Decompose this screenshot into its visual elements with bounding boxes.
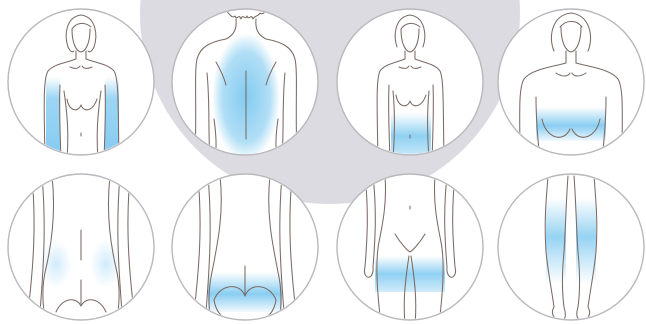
arms-zone-icon [8,9,154,161]
thighs-zone-icon [337,174,483,324]
highlight-abdomen [391,113,431,159]
highlight-chest [536,107,606,141]
lower-back-zone-icon [8,174,154,324]
panel-circle [337,174,483,320]
buttocks-zone-icon [172,174,318,324]
highlight-thighs [375,256,445,292]
panel-circle [498,174,644,320]
highlight-left-hip [40,240,72,288]
highlight-right-hip [90,240,122,288]
chest-zone-icon [498,9,644,159]
calves-zone-icon [498,174,644,320]
